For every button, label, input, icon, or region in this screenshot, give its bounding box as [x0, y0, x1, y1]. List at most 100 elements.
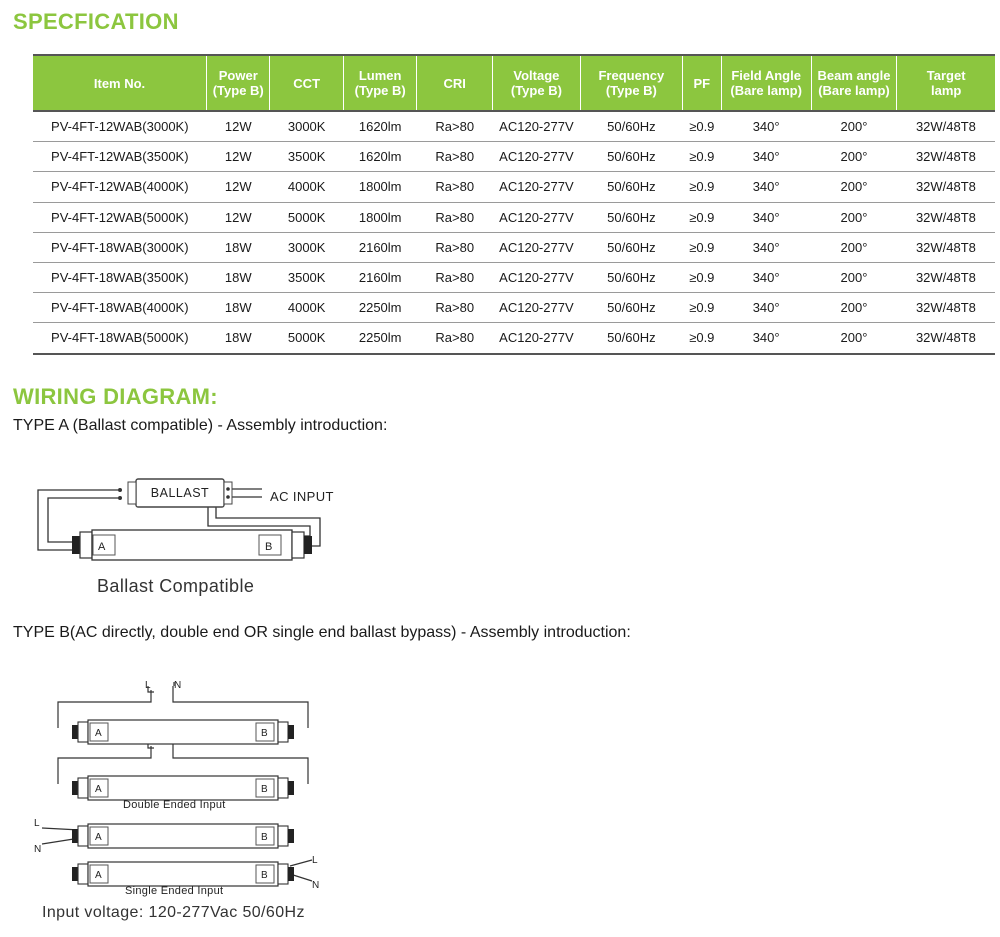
- column-header: CCT: [269, 54, 344, 112]
- table-cell: 18W: [206, 262, 270, 294]
- table-cell: ≥0.9: [682, 202, 722, 233]
- table-cell: 32W/48T8: [896, 292, 995, 324]
- table-cell: PV-4FT-18WAB(3000K): [33, 232, 207, 263]
- ballast-box: [118, 478, 233, 508]
- double1-n-label: N: [174, 680, 181, 691]
- single-left-n-label: N: [34, 844, 41, 855]
- column-header: Field Angle(Bare lamp): [720, 54, 812, 112]
- table-cell: PV-4FT-12WAB(4000K): [33, 171, 207, 203]
- single-right-wire-l: [289, 859, 313, 867]
- table-cell: PV-4FT-18WAB(4000K): [33, 292, 207, 324]
- ballast-label: BALLAST: [151, 486, 209, 500]
- table-cell: 340°: [721, 232, 812, 263]
- header-label: Power: [218, 68, 258, 83]
- table-cell: AC120-277V: [492, 322, 581, 355]
- table-cell: Ra>80: [416, 262, 493, 294]
- header-sublabel: lamp: [931, 83, 962, 98]
- ac-input-label: AC INPUT: [270, 489, 334, 504]
- table-cell: 50/60Hz: [580, 141, 683, 173]
- table-cell: Ra>80: [416, 141, 493, 173]
- table-cell: PV-4FT-18WAB(5000K): [33, 322, 207, 355]
- table-cell: 340°: [721, 111, 812, 143]
- column-header: CRI: [416, 54, 493, 112]
- table-cell: PV-4FT-12WAB(3000K): [33, 111, 207, 143]
- table-cell: ≥0.9: [682, 111, 722, 143]
- table-cell: 200°: [811, 262, 897, 294]
- table-cell: AC120-277V: [492, 171, 581, 203]
- table-cell: 5000K: [269, 322, 344, 355]
- table-cell: 32W/48T8: [896, 202, 995, 233]
- double1-l-label: L: [145, 680, 151, 691]
- header-label: Item No.: [93, 75, 146, 91]
- table-cell: ≥0.9: [682, 322, 722, 355]
- table-cell: 1800lm: [343, 202, 417, 233]
- tube-end-a: A: [95, 784, 102, 795]
- double1-wire-n: [172, 686, 309, 728]
- table-cell: 2160lm: [343, 232, 417, 263]
- table-cell: 3000K: [269, 111, 344, 143]
- table-cell: 200°: [811, 141, 897, 173]
- wire-ballast-to-a-bottom: [47, 497, 118, 543]
- single-right-n-label: N: [312, 880, 319, 891]
- table-cell: 18W: [206, 322, 270, 355]
- table-cell: ≥0.9: [682, 171, 722, 203]
- table-cell: Ra>80: [416, 202, 493, 233]
- table-cell: 340°: [721, 262, 812, 294]
- table-cell: 3500K: [269, 262, 344, 294]
- table-cell: 200°: [811, 111, 897, 143]
- single-right-l-label: L: [312, 855, 318, 866]
- table-cell: AC120-277V: [492, 232, 581, 263]
- table-cell: ≥0.9: [682, 141, 722, 173]
- table-cell: Ra>80: [416, 171, 493, 203]
- tube-end-a: A: [98, 541, 106, 553]
- spec-title: SPECFICATION: [13, 9, 179, 34]
- header-label: PF: [693, 75, 711, 91]
- table-cell: ≥0.9: [682, 292, 722, 324]
- table-cell: ≥0.9: [682, 262, 722, 294]
- table-cell: 50/60Hz: [580, 111, 683, 143]
- table-cell: 32W/48T8: [896, 171, 995, 203]
- table-cell: 2160lm: [343, 262, 417, 294]
- table-cell: 5000K: [269, 202, 344, 233]
- column-header: Voltage(Type B): [492, 54, 581, 112]
- table-cell: 1800lm: [343, 171, 417, 203]
- table-cell: 200°: [811, 232, 897, 263]
- table-cell: 3000K: [269, 232, 344, 263]
- header-label: Frequency: [598, 68, 665, 83]
- header-sublabel: (Bare lamp): [818, 83, 890, 98]
- table-cell: 50/60Hz: [580, 202, 683, 233]
- table-cell: 2250lm: [343, 292, 417, 324]
- table-cell: 32W/48T8: [896, 262, 995, 294]
- table-cell: 340°: [721, 171, 812, 203]
- led-tube: [72, 529, 312, 561]
- tube-end-a: A: [95, 728, 102, 739]
- column-header: Lumen(Type B): [342, 54, 417, 112]
- table-cell: 340°: [721, 292, 812, 324]
- column-header: Beam angle(Bare lamp): [810, 54, 897, 112]
- type-a-text: TYPE A (Ballast compatible) - Assembly i…: [13, 417, 388, 434]
- table-cell: AC120-277V: [492, 262, 581, 294]
- single-left-l-label: L: [34, 818, 40, 829]
- header-label: Target: [926, 68, 966, 83]
- table-cell: AC120-277V: [492, 202, 581, 233]
- ballast-wiring-diagram: BALLAST AC INPUT A B: [37, 478, 334, 561]
- tube-end-a: A: [95, 832, 102, 843]
- table-cell: PV-4FT-12WAB(3500K): [33, 141, 207, 173]
- table-cell: Ra>80: [416, 322, 493, 355]
- table-cell: AC120-277V: [492, 292, 581, 324]
- tube-end-b: B: [265, 541, 272, 553]
- voltage-caption: Input voltage: 120-277Vac 50/60Hz: [42, 904, 305, 921]
- single-ended-caption: Single Ended Input: [125, 885, 223, 897]
- table-cell: 50/60Hz: [580, 171, 683, 203]
